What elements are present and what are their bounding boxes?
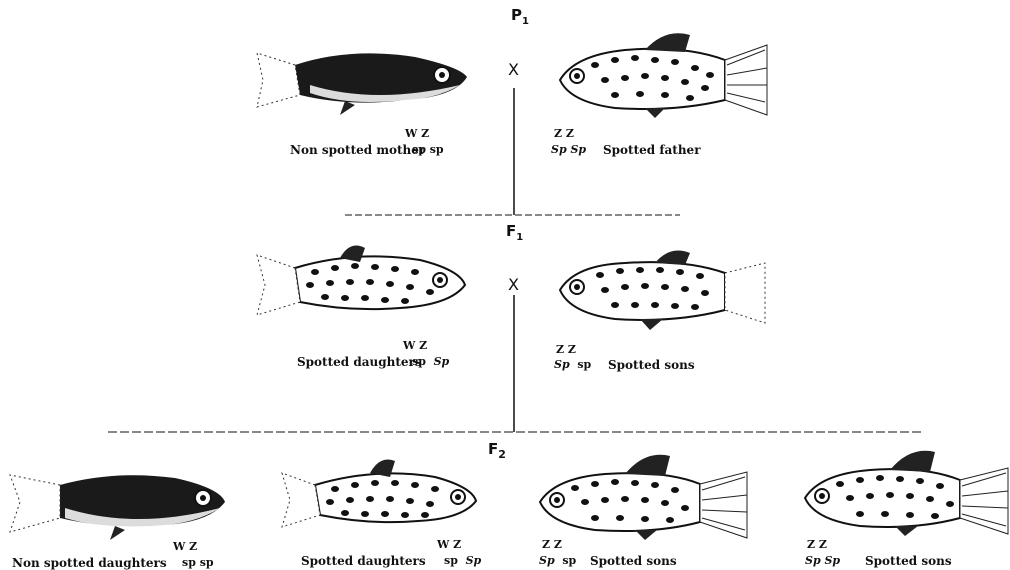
f2-nonspotted-daughter-fish [5, 470, 230, 545]
father-chromosomes: Z Z [554, 127, 574, 140]
f2-spotted-daughter-fish [280, 455, 480, 540]
mother-label: Non spotted mother [290, 143, 425, 157]
f2-o3-alleles: Sp sp [539, 554, 576, 567]
f2-spotted-son-fish-heterozygous [535, 450, 750, 540]
f2-spotted-son-fish-homozygous [800, 448, 1010, 538]
f1-son-alleles: Sp sp [554, 358, 591, 371]
f2-o2-alleles: sp Sp [444, 554, 481, 567]
cross-symbol-p1: X [508, 60, 519, 79]
generation-p1-label: P1 [511, 6, 529, 27]
generation-f2-label: F2 [488, 440, 506, 461]
spotted-son-fish-f1 [555, 245, 770, 330]
f2-o4-alleles: Sp Sp [805, 554, 840, 567]
father-alleles: Sp Sp [551, 143, 586, 156]
generation-f1-label: F1 [506, 222, 523, 243]
f2-o1-alleles: sp sp [182, 556, 214, 569]
spotted-daughter-fish-f1 [255, 240, 470, 325]
f1-daughter-label: Spotted daughters [297, 355, 422, 369]
f2-o3-chromosomes: Z Z [542, 538, 562, 551]
spotted-father-fish [555, 30, 770, 120]
mother-alleles: sp sp [412, 143, 444, 156]
f1-son-label: Spotted sons [608, 358, 695, 372]
nonspotted-mother-fish [255, 45, 470, 115]
f2-o1-label: Non spotted daughters [12, 556, 167, 570]
f2-o4-label: Spotted sons [865, 554, 952, 568]
f2-o3-label: Spotted sons [590, 554, 677, 568]
f2-o2-chromosomes: W Z [437, 538, 461, 551]
father-label: Spotted father [603, 143, 701, 157]
f1-son-chromosomes: Z Z [556, 343, 576, 356]
f2-o1-chromosomes: W Z [173, 540, 197, 553]
f2-o4-chromosomes: Z Z [807, 538, 827, 551]
f2-o2-label: Spotted daughters [301, 554, 426, 568]
mother-chromosomes: W Z [405, 127, 429, 140]
cross-symbol-f1: X [508, 275, 519, 294]
f1-daughter-alleles: sp Sp [412, 355, 449, 368]
f1-daughter-chromosomes: W Z [403, 339, 427, 352]
